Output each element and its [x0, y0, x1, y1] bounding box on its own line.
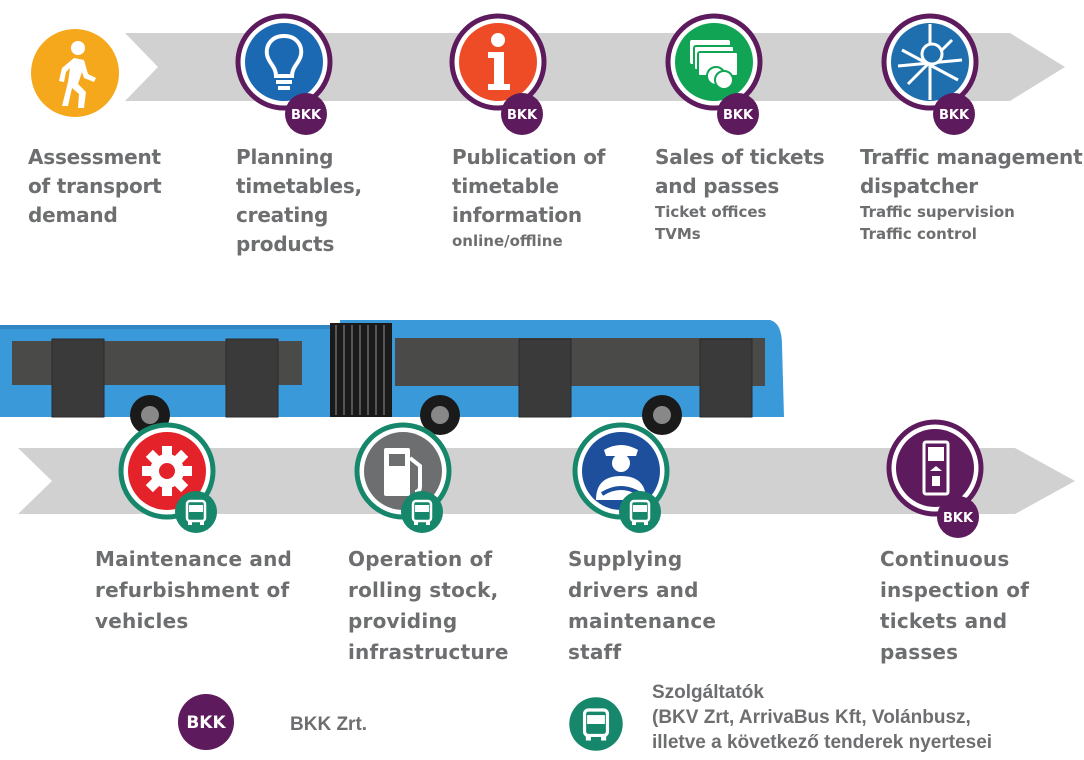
gear-icon — [118, 422, 216, 520]
stage-sales: Sales of tickets and passes Ticket offic… — [655, 145, 825, 243]
bkk-badge: BKK — [936, 495, 980, 543]
map-icon — [881, 13, 979, 111]
validator-icon — [886, 419, 984, 517]
articulated-bus-image — [0, 320, 784, 435]
lightbulb-icon — [235, 13, 333, 111]
svg-text:BKK: BKK — [507, 108, 538, 123]
bkk-badge: BKK — [500, 92, 544, 140]
bus-icon — [401, 491, 443, 533]
svg-text:BKK: BKK — [939, 108, 970, 123]
svg-text:BKK: BKK — [186, 713, 226, 733]
bus-icon — [175, 491, 217, 533]
svg-text:BKK: BKK — [723, 108, 754, 123]
bottom-process-arrow — [18, 448, 1075, 514]
bus-icon — [619, 491, 661, 533]
bkk-badge: BKK — [716, 92, 760, 140]
top-process-arrow — [125, 33, 1065, 101]
stage-traffic: Traffic management dispatcher Traffic su… — [860, 145, 1083, 243]
stage-inspection-title: Continuous inspection of tickets and pas… — [880, 547, 1030, 664]
pedestrian-icon — [31, 29, 119, 117]
info-icon — [449, 13, 547, 111]
stage-maintenance-title: Maintenance and refurbishment of vehicle… — [95, 547, 293, 633]
svg-text:BKK: BKK — [291, 108, 322, 123]
money-icon — [665, 13, 763, 111]
stage-planning-title: Planning timetables, creating products — [236, 145, 362, 256]
stage-operation-title: Operation of rolling stock, providing in… — [348, 547, 509, 664]
bkk-badge: BKK — [284, 92, 328, 140]
stage-drivers-title: Supplying drivers and maintenance staff — [568, 547, 717, 664]
bkk-badge: BKK — [932, 92, 976, 140]
legend-bkk-badge: BKK — [176, 692, 236, 756]
legend-providers-label: Szolgáltatók (BKV Zrt, ArrivaBus Kft, Vo… — [652, 682, 993, 753]
legend-bkk-label: BKK Zrt. — [290, 714, 368, 735]
svg-text:BKK: BKK — [943, 511, 974, 526]
stage-publication: Publication of timetable information onl… — [452, 145, 606, 250]
stage-assessment-title: Assessment of transport demand — [28, 145, 162, 227]
legend-bus-icon — [569, 697, 623, 751]
